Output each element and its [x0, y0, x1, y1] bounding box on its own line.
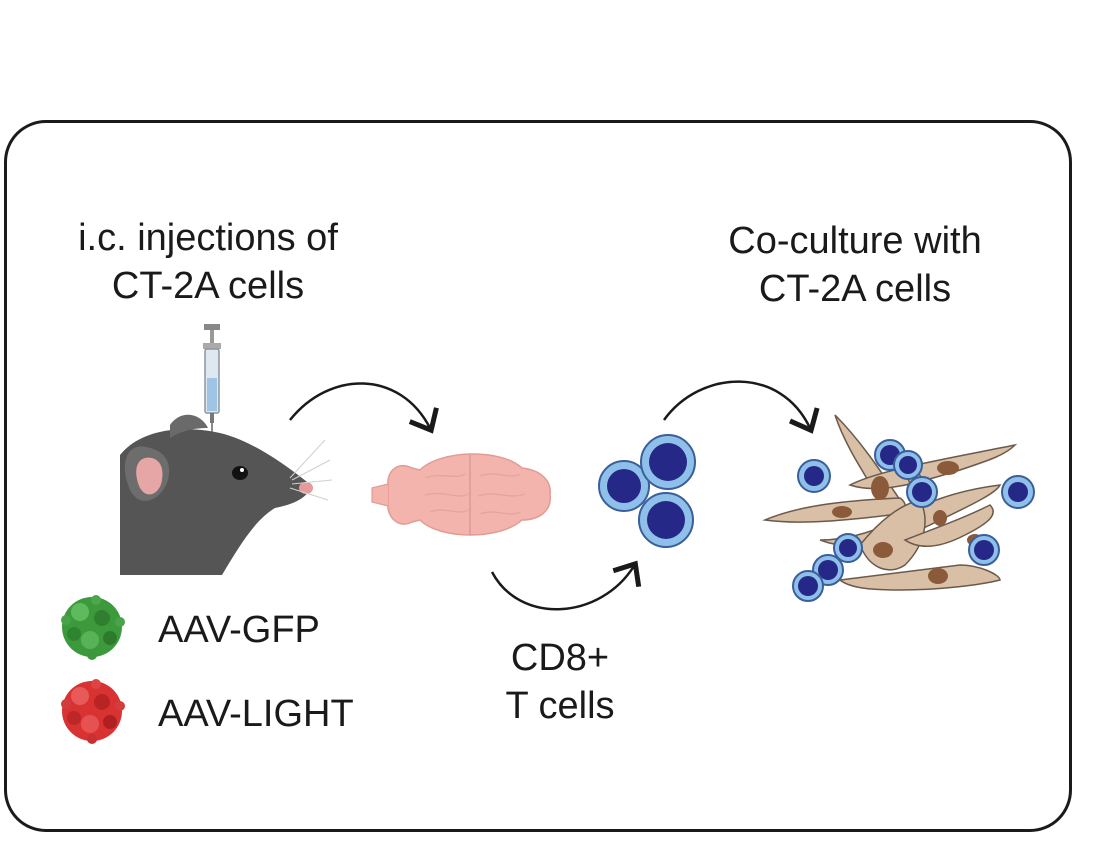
arrow-tcells-to-coculture — [662, 380, 820, 434]
coculture-label: Co-culture with CT-2A cells — [680, 217, 1030, 313]
coculture-label-line1: Co-culture with — [728, 220, 982, 262]
mouse-icon — [120, 414, 333, 575]
legend-gfp-label: AAV-GFP — [158, 609, 320, 651]
aav-gfp-virus-icon — [61, 595, 125, 660]
tcell-label-line2: T cells — [505, 685, 615, 727]
arrow-brain-to-tcells — [490, 560, 642, 611]
injection-label-line2: CT-2A cells — [111, 265, 305, 307]
tcell-label: CD8+ T cells — [460, 634, 660, 730]
diagram-frame — [4, 120, 1072, 832]
legend-light-label: AAV-LIGHT — [158, 693, 354, 735]
coculture-icon — [762, 414, 1035, 602]
aav-light-virus-icon — [61, 679, 125, 744]
tcell-label-line1: CD8+ — [510, 637, 610, 679]
injection-label-line1: i.c. injections of — [78, 217, 338, 259]
tcell-cluster-icon — [598, 434, 696, 548]
syringe-icon — [203, 324, 221, 440]
arrow-mouse-to-brain — [289, 382, 439, 434]
brain-icon — [371, 453, 551, 536]
coculture-label-line2: CT-2A cells — [758, 268, 952, 310]
injection-label: i.c. injections of CT-2A cells — [28, 214, 388, 310]
